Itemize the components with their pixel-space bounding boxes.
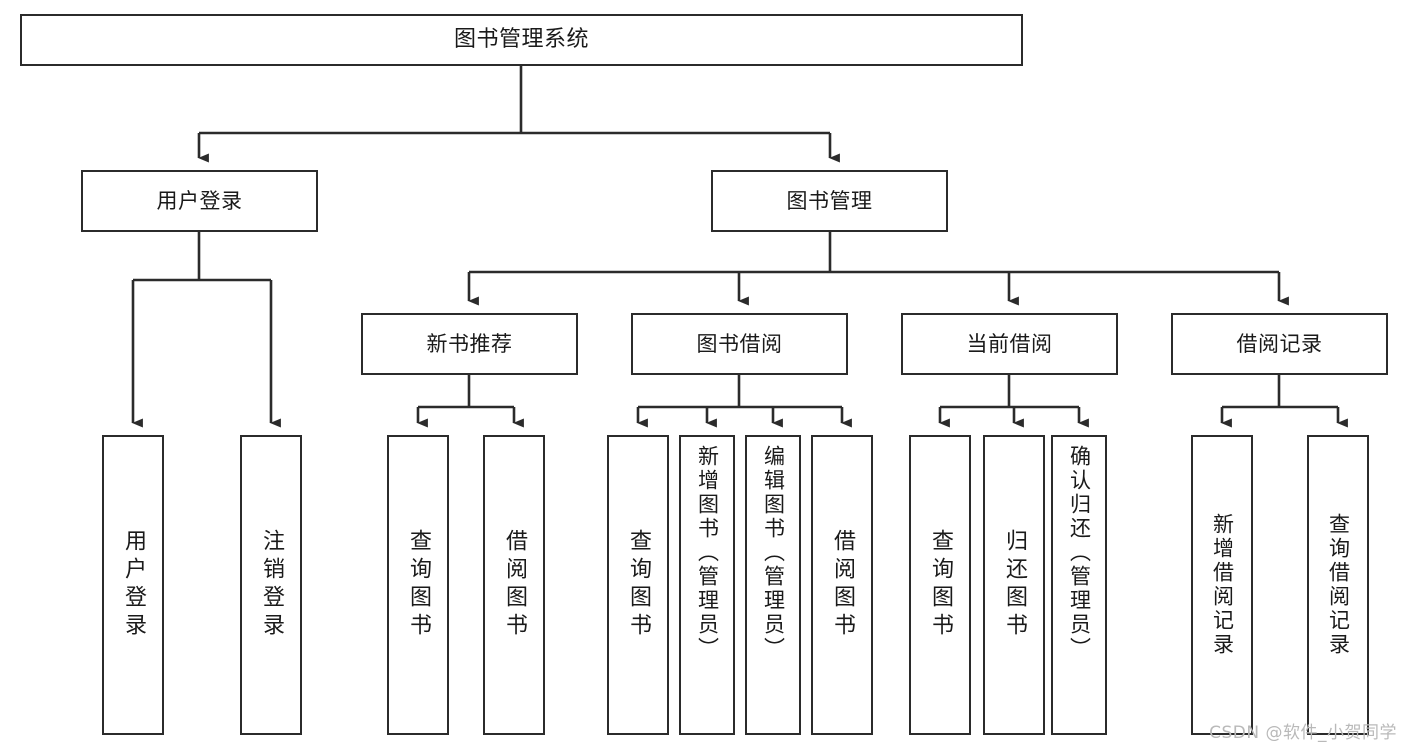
node-user-login[interactable]: 用户登录 [81, 170, 318, 232]
node-user-login-label: 用户登录 [156, 188, 243, 213]
node-leaf-query-record-label: 查询借阅记录 [1326, 513, 1351, 657]
node-book-borrow-label: 图书借阅 [696, 331, 783, 356]
node-leaf-user-login-label: 用户登录 [121, 529, 146, 641]
node-leaf-add-book[interactable]: 新增图书（管理员） [679, 435, 735, 735]
node-leaf-query-record[interactable]: 查询借阅记录 [1307, 435, 1369, 735]
node-leaf-confirm-return[interactable]: 确认归还（管理员） [1051, 435, 1107, 735]
node-leaf-borrow-book-2-label: 借阅图书 [830, 529, 855, 641]
node-leaf-query-book-3-label: 查询图书 [928, 529, 953, 641]
node-leaf-add-record[interactable]: 新增借阅记录 [1191, 435, 1253, 735]
node-leaf-query-book-2-label: 查询图书 [626, 529, 651, 641]
node-book-manage[interactable]: 图书管理 [711, 170, 948, 232]
node-leaf-edit-book[interactable]: 编辑图书（管理员） [745, 435, 801, 735]
node-leaf-borrow-book-1-label: 借阅图书 [502, 529, 527, 641]
node-leaf-return-book-label: 归还图书 [1002, 529, 1027, 641]
csdn-watermark: CSDN @软件_小贺同学 [1209, 723, 1397, 743]
node-leaf-add-record-label: 新增借阅记录 [1210, 513, 1235, 657]
node-current-borrow[interactable]: 当前借阅 [901, 313, 1118, 375]
node-leaf-query-book-1-label: 查询图书 [406, 529, 431, 641]
node-leaf-user-logout[interactable]: 注销登录 [240, 435, 302, 735]
node-new-book-rec[interactable]: 新书推荐 [361, 313, 578, 375]
node-current-borrow-label: 当前借阅 [966, 331, 1053, 356]
node-leaf-query-book-2[interactable]: 查询图书 [607, 435, 669, 735]
node-leaf-edit-book-label: 编辑图书（管理员） [761, 445, 786, 661]
node-root-label: 图书管理系统 [453, 27, 589, 53]
node-leaf-query-book-3[interactable]: 查询图书 [909, 435, 971, 735]
node-leaf-confirm-return-label: 确认归还（管理员） [1067, 445, 1092, 661]
node-leaf-user-login[interactable]: 用户登录 [102, 435, 164, 735]
node-leaf-query-book-1[interactable]: 查询图书 [387, 435, 449, 735]
node-leaf-return-book[interactable]: 归还图书 [983, 435, 1045, 735]
node-leaf-borrow-book-2[interactable]: 借阅图书 [811, 435, 873, 735]
node-leaf-borrow-book-1[interactable]: 借阅图书 [483, 435, 545, 735]
node-leaf-user-logout-label: 注销登录 [259, 529, 284, 641]
node-new-book-rec-label: 新书推荐 [426, 331, 513, 356]
node-book-manage-label: 图书管理 [786, 188, 873, 213]
node-leaf-add-book-label: 新增图书（管理员） [695, 445, 720, 661]
node-book-borrow[interactable]: 图书借阅 [631, 313, 848, 375]
node-root[interactable]: 图书管理系统 [20, 14, 1023, 66]
node-borrow-record-label: 借阅记录 [1236, 331, 1323, 356]
node-borrow-record[interactable]: 借阅记录 [1171, 313, 1388, 375]
